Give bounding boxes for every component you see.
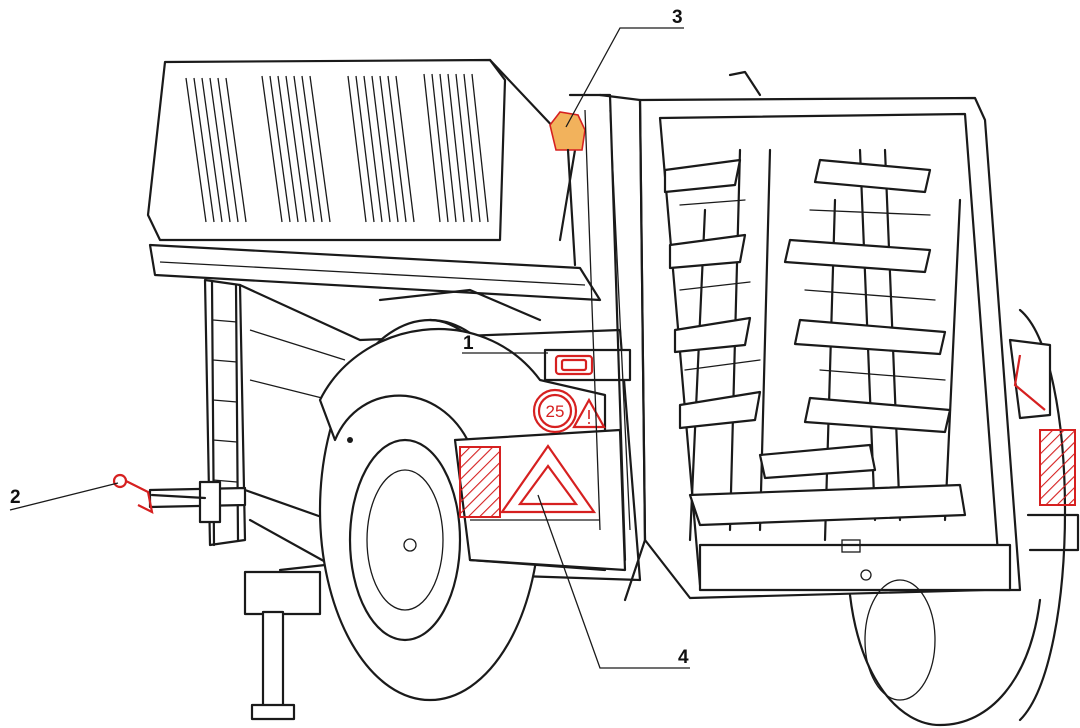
speed-limit-sign: 25 <box>532 388 578 434</box>
rear-mudflap-right <box>1008 338 1080 552</box>
support-jack <box>243 563 337 721</box>
callout-3: 3 <box>672 7 683 28</box>
rear-lamp <box>543 348 632 382</box>
callout-4: 4 <box>678 647 689 668</box>
side-rail <box>148 243 602 302</box>
beater-blades <box>663 158 967 527</box>
warning-triangle <box>499 444 597 514</box>
marker-lamp <box>549 111 586 267</box>
small-warning-triangle <box>572 397 606 429</box>
callout-leaders <box>9 27 690 669</box>
callout-1: 1 <box>463 333 474 354</box>
hitch-pin <box>112 473 207 514</box>
cover-louvers <box>185 73 489 223</box>
speed-limit-value: 25 <box>546 402 565 421</box>
callout-2: 2 <box>10 487 21 508</box>
